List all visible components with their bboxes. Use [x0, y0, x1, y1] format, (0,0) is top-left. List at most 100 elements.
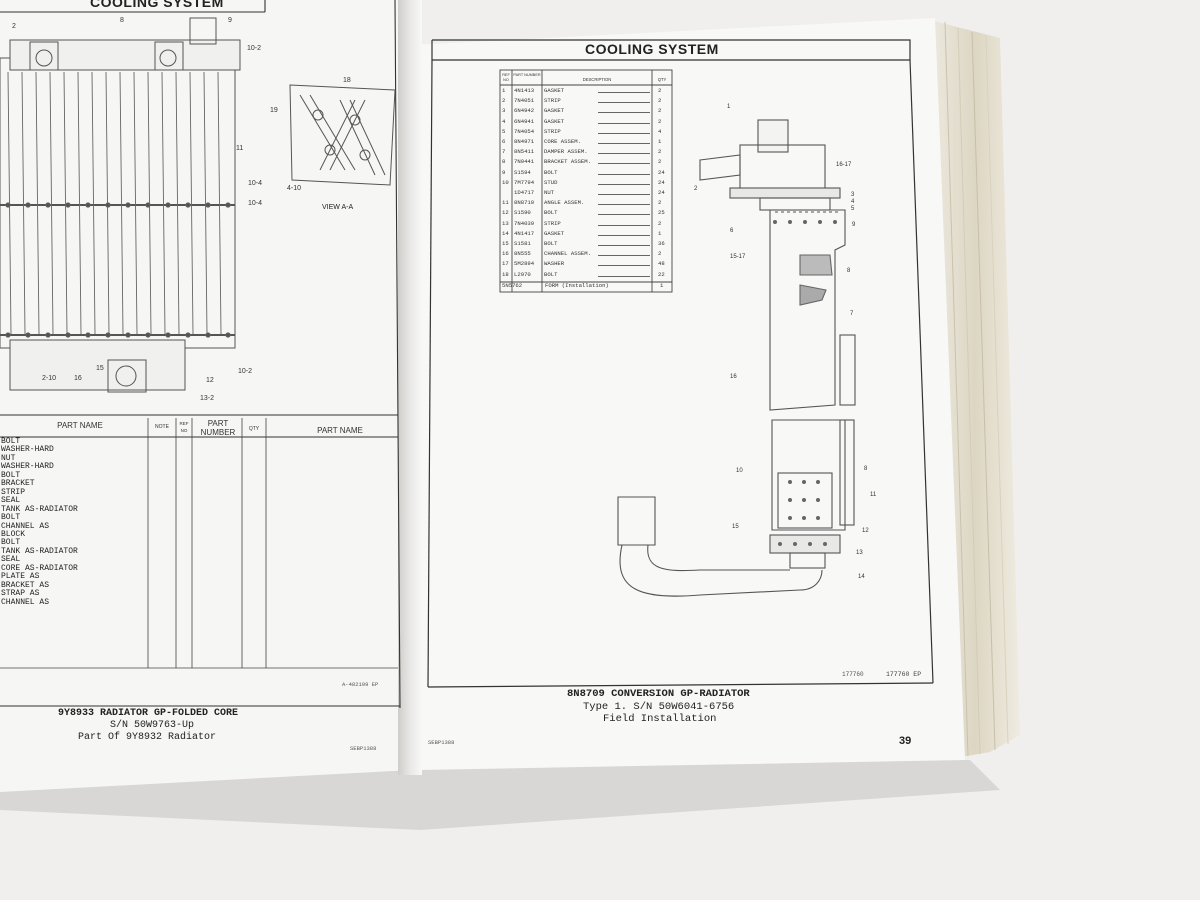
row-desc: NUT [544, 189, 555, 196]
left-part-name-item: BOLT [1, 538, 21, 548]
row-ref: 12 [502, 209, 509, 217]
row-part: 8N4971 [514, 138, 535, 145]
left-col-part-name-2: PART NAME [317, 426, 363, 435]
left-part-name-item: CHANNEL AS [1, 597, 50, 607]
callout-label: 8 [847, 268, 851, 274]
left-part-name-item: WASHER-HARD [1, 445, 54, 455]
row-desc: BOLT [544, 168, 558, 176]
left-caption-title: 9Y8933 RADIATOR GP-FOLDED CORE [58, 708, 239, 719]
callout-label: 14 [858, 574, 865, 580]
radiator-fin [77, 71, 82, 335]
callout-label: 16-17 [836, 162, 852, 168]
callout-label: 13 [856, 550, 863, 556]
row-ref: 17 [502, 260, 509, 268]
row-leader-line [598, 143, 650, 144]
bolt-dot [185, 332, 191, 338]
row-qty: 2 [658, 199, 662, 207]
right-footer-code: SEBP1388 [428, 739, 455, 746]
row-ref: 15 [502, 240, 509, 247]
row-leader-line [598, 92, 650, 93]
bolt-dot [45, 202, 51, 208]
row-qty: 36 [658, 240, 665, 247]
left-part-name-item: TANK AS-RADIATOR [1, 504, 78, 514]
row-leader-line [598, 132, 650, 134]
row-part: 8N555 [514, 250, 531, 258]
callout-label: 2 [694, 186, 698, 192]
row-qty: 24 [658, 168, 665, 176]
bolt-dot [165, 202, 171, 208]
row-ref: 6 [502, 138, 506, 145]
row-ref: 13 [502, 219, 509, 227]
left-col-ref-no: REF NO [179, 421, 189, 433]
row-part: 1D4717 [514, 189, 535, 196]
row-leader-line [598, 204, 650, 206]
final-row-desc: FORM (Installation) [545, 282, 609, 289]
left-part-name-item: BLOCK [1, 529, 26, 539]
row-qty: 1 [658, 138, 662, 145]
row-desc: STUD [544, 178, 558, 186]
callout-label: 6 [730, 228, 734, 234]
left-part-name-item: BRACKET AS [1, 580, 50, 590]
callout-label: 8 [120, 17, 124, 24]
right-caption-serial: Type 1. S/N 50W6041-6756 [583, 701, 735, 713]
bolt-dot [125, 332, 131, 338]
row-ref: 3 [502, 107, 506, 115]
row-part: S1581 [514, 240, 531, 247]
bolt-dot [808, 542, 812, 546]
row-desc: STRIP [544, 127, 561, 135]
bolt-dot [788, 516, 792, 520]
row-qty: 22 [658, 270, 665, 278]
right-col-qty: QTY [657, 77, 667, 82]
right-col-part-number: PART NUMBER [513, 73, 541, 77]
row-desc: GASKET [544, 87, 565, 94]
row-desc: BOLT [544, 270, 558, 278]
radiator-fin [63, 71, 68, 335]
row-qty: 2 [658, 158, 662, 166]
callout-label: 8 [864, 466, 868, 472]
bolt-dot [833, 220, 837, 224]
row-part: 4N1417 [514, 229, 535, 237]
radiator-fin [161, 71, 166, 335]
callout-label: 4-10 [287, 185, 301, 192]
row-leader-line [598, 153, 650, 155]
bolt-dot [105, 332, 111, 338]
bolt-dot [105, 202, 111, 208]
row-qty: 1 [658, 229, 662, 237]
bolt-dot [65, 202, 71, 208]
bolt-dot [65, 332, 71, 338]
callout-label: 10-2 [238, 368, 252, 375]
row-qty: 2 [658, 107, 662, 115]
bolt-dot [125, 202, 131, 208]
right-ref-code-b: 177760 EP [886, 671, 922, 678]
row-part: 8N8710 [514, 199, 535, 207]
callout-label: 15-17 [730, 254, 746, 260]
left-part-name-item: BOLT [1, 437, 21, 446]
radiator-fin [35, 71, 40, 335]
row-part: L2970 [514, 270, 531, 278]
left-ref-code: A-482199 EP [342, 681, 379, 688]
view-a-a-drawing [289, 84, 396, 186]
bolt-dot [25, 332, 31, 338]
callout-label: 10 [736, 468, 743, 474]
callout-label: 18 [343, 77, 351, 84]
radiator-fin [49, 71, 54, 335]
row-leader-line [598, 255, 650, 257]
row-desc: DAMPER ASSEM. [544, 148, 588, 156]
left-part-name-item: CORE AS-RADIATOR [1, 563, 78, 573]
radiator-fin [119, 71, 124, 335]
right-ref-code-a: 177760 [842, 671, 864, 678]
bolt-dot [185, 202, 191, 208]
row-desc: CHANNEL ASSEM. [544, 250, 591, 258]
row-qty: 2 [658, 97, 662, 105]
row-part: S1594 [514, 168, 531, 176]
left-page-header: COOLING SYSTEM [90, 0, 224, 10]
